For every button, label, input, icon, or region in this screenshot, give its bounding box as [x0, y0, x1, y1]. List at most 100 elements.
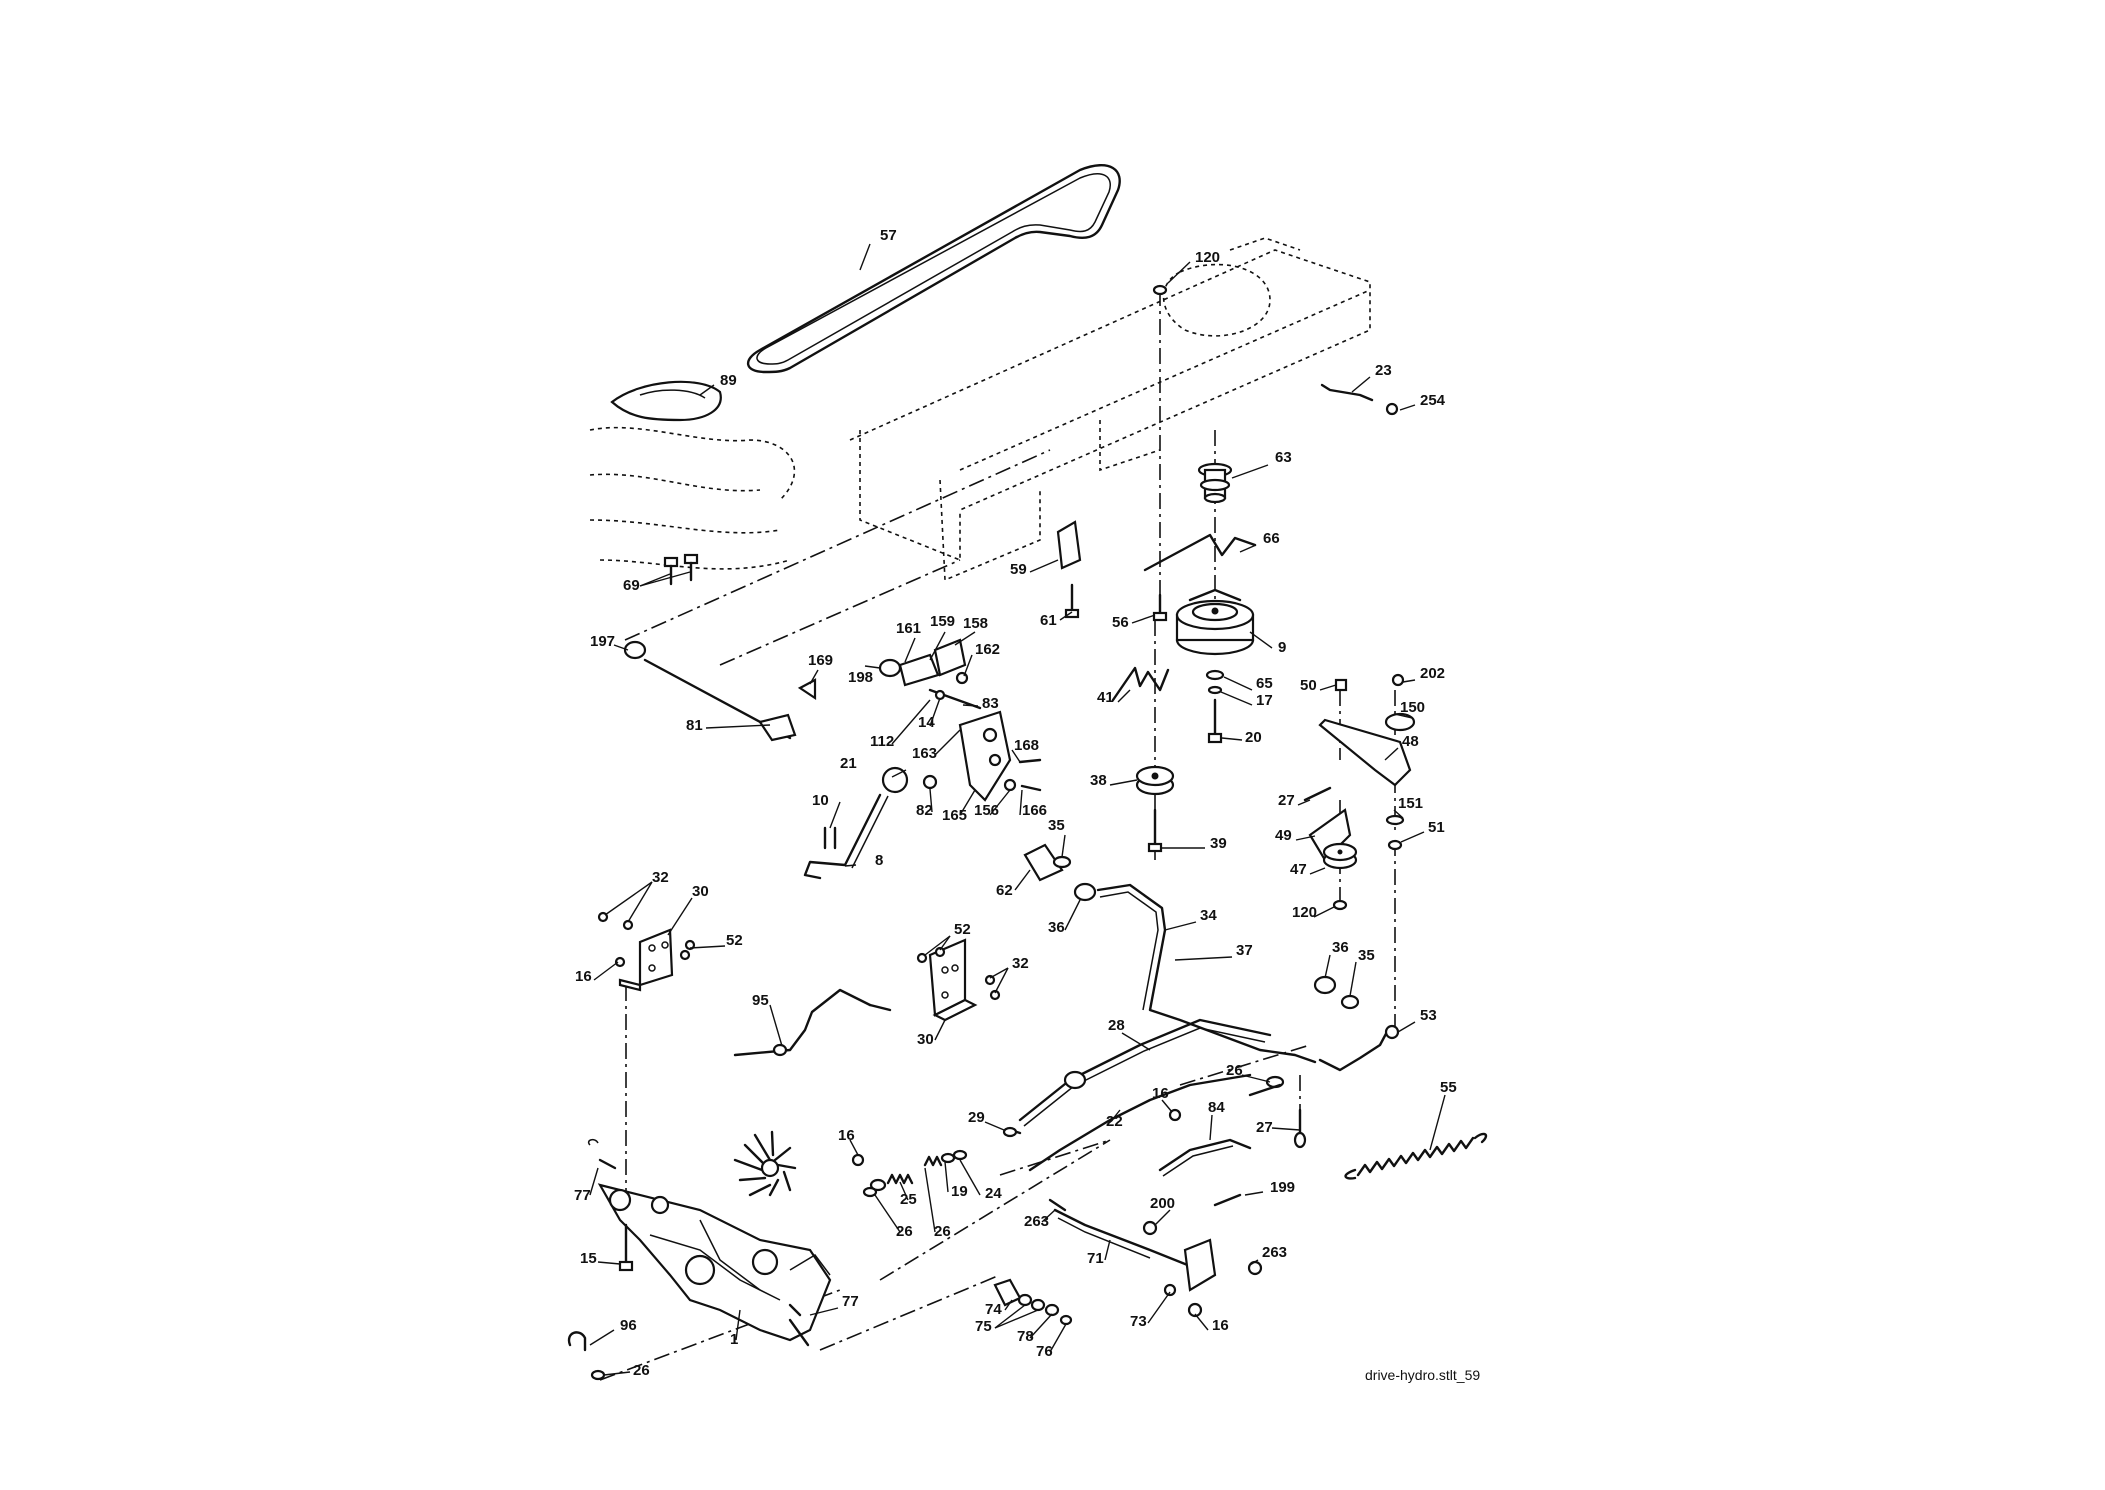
part-label-150: 150 — [1400, 699, 1425, 716]
part-label-35b: 35 — [1358, 947, 1375, 964]
part-label-62: 62 — [996, 882, 1013, 899]
cooling-fan — [733, 1130, 797, 1197]
part-label-26c: 26 — [934, 1223, 951, 1240]
part-label-165: 165 — [942, 807, 967, 824]
part-label-35a: 35 — [1048, 817, 1065, 834]
part-label-29: 29 — [968, 1109, 985, 1126]
part-label-48: 48 — [1402, 733, 1419, 750]
rods-28-22 — [1002, 1018, 1272, 1172]
lever-8 — [803, 766, 909, 880]
part-label-16c: 16 — [838, 1127, 855, 1144]
part-label-263a: 263 — [1024, 1213, 1049, 1230]
part-label-59: 59 — [1010, 561, 1027, 578]
part-label-254: 254 — [1420, 392, 1446, 409]
hardware-151 — [1385, 814, 1405, 851]
part-label-50: 50 — [1300, 677, 1317, 694]
part-label-198: 198 — [848, 669, 873, 686]
fender-pad — [610, 380, 722, 422]
part-label-16b: 16 — [1152, 1085, 1169, 1102]
part-label-61: 61 — [1040, 612, 1057, 629]
part-label-47: 47 — [1290, 861, 1307, 878]
part-label-202: 202 — [1420, 665, 1445, 682]
part-label-81: 81 — [686, 717, 703, 734]
part-label-16a: 16 — [575, 968, 592, 985]
part-label-120a: 120 — [1195, 249, 1220, 266]
part-label-36a: 36 — [1048, 919, 1065, 936]
bolt-56 — [1152, 593, 1168, 622]
idler-spindle-63 — [1197, 462, 1233, 504]
part-label-37: 37 — [1236, 942, 1253, 959]
part-label-26d: 26 — [633, 1362, 650, 1379]
nut-120-top — [1152, 284, 1168, 296]
part-label-30b: 30 — [917, 1031, 934, 1048]
rod-34 — [1096, 883, 1390, 1072]
part-label-82: 82 — [916, 802, 933, 819]
pin-96 — [567, 1331, 606, 1381]
control-arm-71 — [1048, 1108, 1263, 1318]
part-label-38: 38 — [1090, 772, 1107, 789]
part-label-199: 199 — [1270, 1179, 1295, 1196]
part-label-162: 162 — [975, 641, 1000, 658]
part-label-168: 168 — [1014, 737, 1039, 754]
part-label-84: 84 — [1208, 1099, 1225, 1116]
part-label-95: 95 — [752, 992, 769, 1009]
part-label-20: 20 — [1245, 729, 1262, 746]
part-label-73: 73 — [1130, 1313, 1147, 1330]
part-label-63: 63 — [1275, 449, 1292, 466]
part-label-24: 24 — [985, 1185, 1002, 1202]
clutch-hardware — [1205, 669, 1225, 744]
part-label-69: 69 — [623, 577, 640, 594]
part-label-161: 161 — [896, 620, 921, 637]
part-label-56: 56 — [1112, 614, 1129, 631]
part-label-96: 96 — [620, 1317, 637, 1334]
part-label-26a: 26 — [1226, 1062, 1243, 1079]
brake-bracket-165 — [958, 710, 1042, 802]
tractor-frame — [849, 237, 1371, 582]
part-label-89: 89 — [720, 372, 737, 389]
part-label-151: 151 — [1398, 795, 1423, 812]
bolts-69 — [663, 553, 699, 586]
rod-23 — [1320, 383, 1399, 416]
part-label-53: 53 — [1420, 1007, 1437, 1024]
part-label-52a: 52 — [726, 932, 743, 949]
part-label-16d: 16 — [1212, 1317, 1229, 1334]
spacer-62 — [1023, 843, 1097, 902]
fitting-169 — [797, 678, 817, 701]
washers-right — [1313, 975, 1360, 1010]
part-label-15: 15 — [580, 1250, 597, 1267]
part-label-23: 23 — [1375, 362, 1392, 379]
part-label-159: 159 — [930, 613, 955, 630]
part-label-9: 9 — [1278, 639, 1286, 656]
seat-support-outline — [589, 426, 796, 570]
leader-lines — [589, 243, 1446, 1376]
bolt-15 — [618, 1223, 634, 1272]
drive-belt — [747, 164, 1121, 374]
wire-bracket-66 — [1143, 533, 1257, 572]
diagram-caption: drive-hydro.stlt_59 — [1365, 1367, 1480, 1383]
part-label-17: 17 — [1256, 692, 1273, 709]
part-label-166: 166 — [1022, 802, 1047, 819]
pivot-53 — [1384, 1024, 1400, 1040]
part-label-39: 39 — [1210, 835, 1227, 852]
part-label-76: 76 — [1036, 1343, 1053, 1360]
brake-linkage — [878, 638, 982, 710]
part-label-41: 41 — [1097, 689, 1114, 706]
part-label-26b: 26 — [896, 1223, 913, 1240]
part-label-55: 55 — [1440, 1079, 1457, 1096]
bolts-10 — [823, 826, 837, 850]
bracket-30-left — [597, 911, 696, 992]
part-label-52b: 52 — [954, 921, 971, 938]
part-label-8: 8 — [875, 852, 883, 869]
axle-hardware — [993, 1278, 1073, 1326]
pulley-38 — [1135, 765, 1175, 853]
part-label-1: 1 — [730, 1331, 738, 1348]
part-label-66: 66 — [1263, 530, 1280, 547]
part-label-28: 28 — [1108, 1017, 1125, 1034]
part-label-30a: 30 — [692, 883, 709, 900]
part-label-77b: 77 — [842, 1293, 859, 1310]
part-label-49: 49 — [1275, 827, 1292, 844]
part-label-25: 25 — [900, 1191, 917, 1208]
part-label-51: 51 — [1428, 819, 1445, 836]
